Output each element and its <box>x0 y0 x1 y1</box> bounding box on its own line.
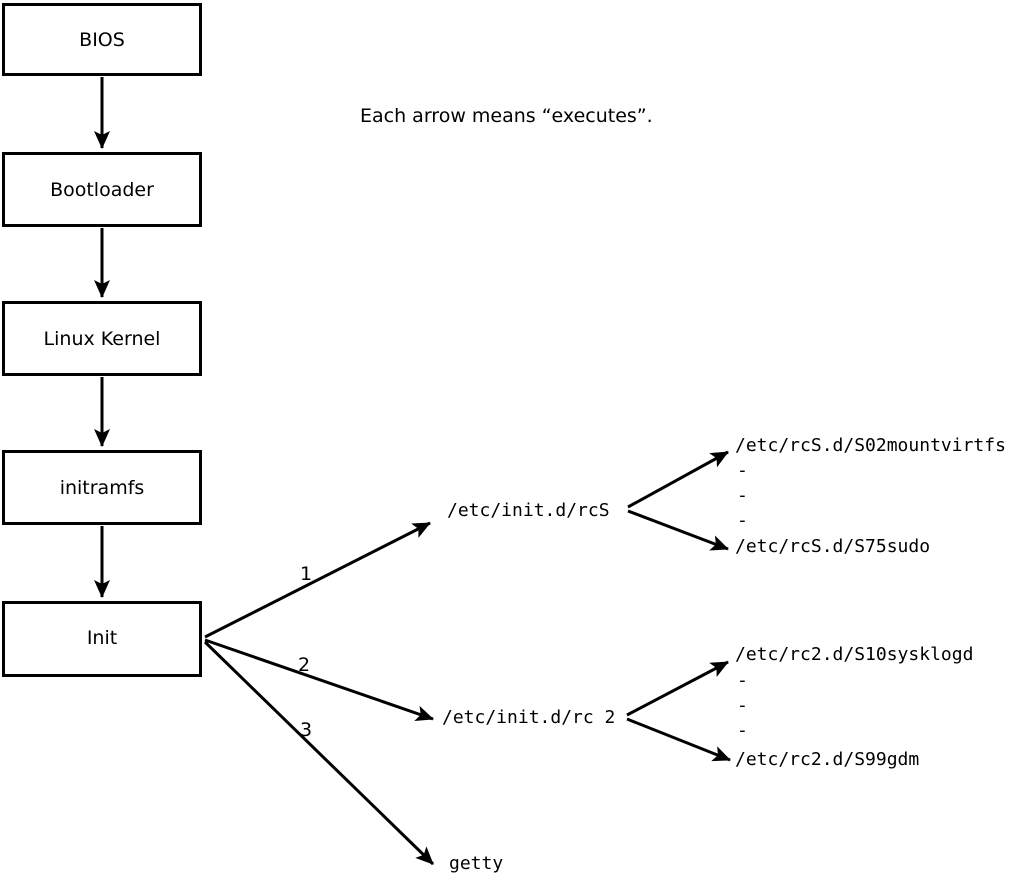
arrow-init-to-rcs <box>204 521 431 639</box>
ellipsis-dash: - <box>737 485 748 506</box>
init-label: Init <box>87 627 117 649</box>
rcs-script-last: /etc/rcS.d/S75sudo <box>735 536 930 557</box>
initramfs-label: initramfs <box>60 477 145 499</box>
ellipsis-dash: - <box>737 460 748 481</box>
bios-label: BIOS <box>79 29 125 51</box>
rcs-script-first: /etc/rcS.d/S02mountvirtfs <box>735 435 1006 456</box>
ellipsis-dash: - <box>737 695 748 716</box>
node-rc2: /etc/init.d/rc 2 <box>442 707 615 728</box>
branch-order-2: 2 <box>298 654 310 676</box>
rc2-script-first: /etc/rc2.d/S10sysklogd <box>735 644 973 665</box>
linux-kernel-box <box>2 301 202 376</box>
ellipsis-dash: - <box>737 720 748 741</box>
linux-kernel-label: Linux Kernel <box>44 328 161 350</box>
bootloader-label: Bootloader <box>50 179 154 201</box>
arrow-rcs-to-s75 <box>627 509 729 551</box>
arrow-init-to-rc2 <box>204 638 434 721</box>
bios-box <box>2 3 202 76</box>
ellipsis-dash: - <box>737 670 748 691</box>
initramfs-box <box>2 450 202 525</box>
init-box <box>2 601 202 677</box>
branch-order-3: 3 <box>300 719 312 741</box>
bootloader-box <box>2 152 202 227</box>
arrow-rcs-to-s02 <box>627 450 729 509</box>
rc2-script-last: /etc/rc2.d/S99gdm <box>735 749 919 770</box>
ellipsis-dash: - <box>737 510 748 531</box>
branch-order-1: 1 <box>300 563 312 585</box>
arrow-rc2-to-s99 <box>626 717 731 762</box>
node-rcs: /etc/init.d/rcS <box>447 500 610 521</box>
arrow-rc2-to-s10 <box>626 660 729 717</box>
caption: Each arrow means “executes”. <box>360 105 653 127</box>
arrow-init-to-getty <box>203 640 435 866</box>
node-getty: getty <box>449 853 503 874</box>
